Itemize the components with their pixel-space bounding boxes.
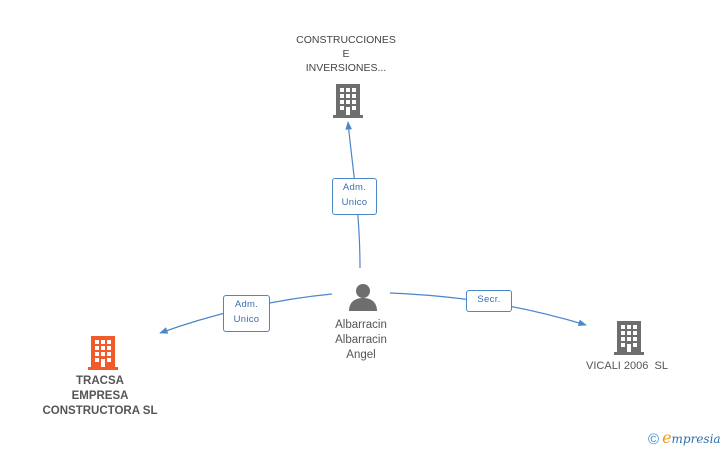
brand-name: mpresia <box>671 432 721 446</box>
copyright-icon: © <box>648 431 660 448</box>
node-label-top-company[interactable]: CONSTRUCCIONES E INVERSIONES... <box>264 33 428 75</box>
node-name-line: INVERSIONES... <box>305 62 387 74</box>
node-name-line: TRACSA <box>76 375 124 387</box>
edge-label-text: Secr. <box>477 294 501 305</box>
node-name-line: CONSTRUCCIONES <box>296 34 396 46</box>
edge-label-secr[interactable]: Secr. <box>466 290 512 312</box>
node-name-line: VICALI 2006 SL <box>586 360 668 372</box>
brand-logo-initial: e <box>662 428 672 447</box>
node-name-line: Angel <box>346 349 376 361</box>
node-label-tracsa[interactable]: TRACSA EMPRESA CONSTRUCTORA SL <box>20 374 180 419</box>
edge-label-text: Adm. <box>234 299 259 310</box>
node-name-line: CONSTRUCTORA SL <box>42 405 158 417</box>
building-icon[interactable] <box>88 336 118 370</box>
edge-label-text: Unico <box>233 314 260 325</box>
node-label-person[interactable]: Albarracin Albarracin Angel <box>314 318 408 363</box>
brand-footer[interactable]: ©empresia <box>648 428 721 448</box>
building-icon[interactable] <box>333 84 363 118</box>
building-icon[interactable] <box>614 321 644 355</box>
edge-label-text: Unico <box>341 197 368 208</box>
edge-label-text: Adm. <box>342 182 367 193</box>
node-name-line: E <box>342 48 350 60</box>
node-name-line: EMPRESA <box>71 390 129 402</box>
person-icon[interactable] <box>348 283 378 311</box>
node-name-line: Albarracin <box>335 319 387 331</box>
edge-label-adm-unico-top[interactable]: Adm. Unico <box>332 178 377 215</box>
node-name-line: Albarracin <box>335 334 387 346</box>
edge-label-adm-unico-left[interactable]: Adm. Unico <box>223 295 270 332</box>
node-label-vicali[interactable]: VICALI 2006 SL <box>562 359 692 374</box>
